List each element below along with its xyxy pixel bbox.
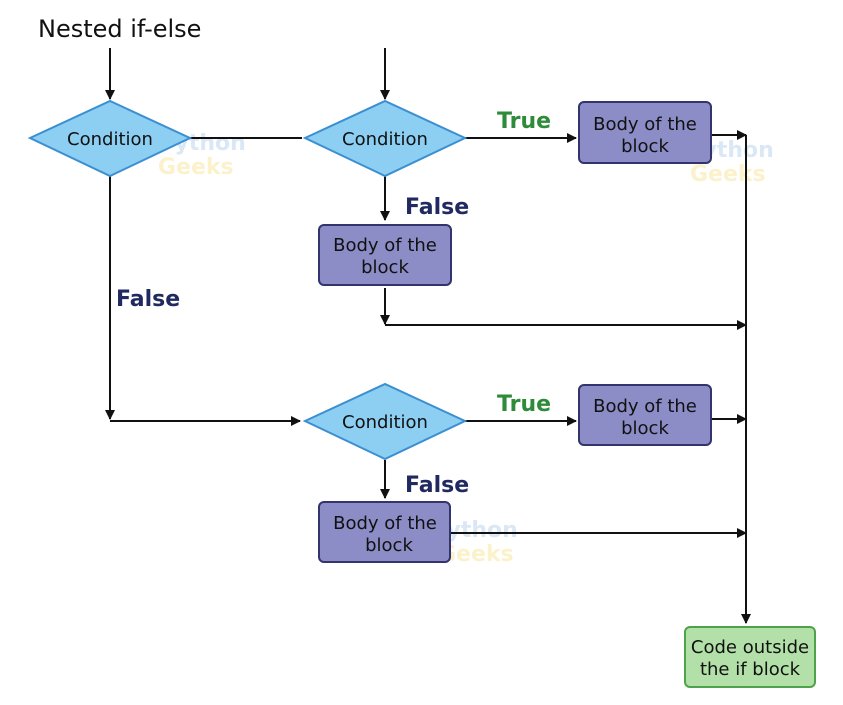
true-label-2: True [497,392,551,417]
body-block-1-box [578,101,712,164]
body-block-2: Body of the block [318,224,452,286]
condition-3-diamond [302,382,468,461]
true-label-1: True [497,109,551,134]
code-outside-box [684,626,816,688]
code-outside-line-2: the if block [700,659,801,680]
condition-1-diamond [27,99,193,178]
body-block-1-line-2: block [621,136,669,157]
false-label-main: False [116,287,180,312]
condition-2-label: Condition [342,129,428,150]
body-block-3-box [578,384,712,446]
condition-2-diamond [302,99,468,178]
condition-1-label: Condition [67,129,153,150]
code-outside-block: Code outside the if block [684,626,816,688]
condition-2: Condition [302,99,468,178]
body-block-1-line-1: Body of the [593,114,697,135]
condition-3: Condition [302,382,468,461]
body-block-3-line-1: Body of the [593,396,697,417]
false-label-1: False [405,195,469,220]
body-block-1: Body of the block [578,101,712,164]
condition-3-label: Condition [342,412,428,433]
watermark-1: Python Geeks [158,131,246,180]
code-outside-line-1: Code outside [691,637,809,658]
watermark-1-line-2: Geeks [158,155,234,180]
body-block-3-line-2: block [621,418,669,439]
watermark-2-line-2: Geeks [690,162,766,187]
body-block-4-box [318,501,451,563]
diagram-title: Nested if-else [38,15,201,43]
body-block-4-line-1: Body of the [333,513,437,534]
body-block-3: Body of the block [578,384,712,446]
body-block-2-line-1: Body of the [333,235,437,256]
false-label-2: False [405,473,469,498]
body-block-2-line-2: block [361,257,409,278]
body-block-4: Body of the block [318,501,451,563]
body-block-2-box [318,224,452,286]
condition-1: Condition [27,99,193,178]
body-block-4-line-2: block [365,535,413,556]
connectors [105,48,751,624]
